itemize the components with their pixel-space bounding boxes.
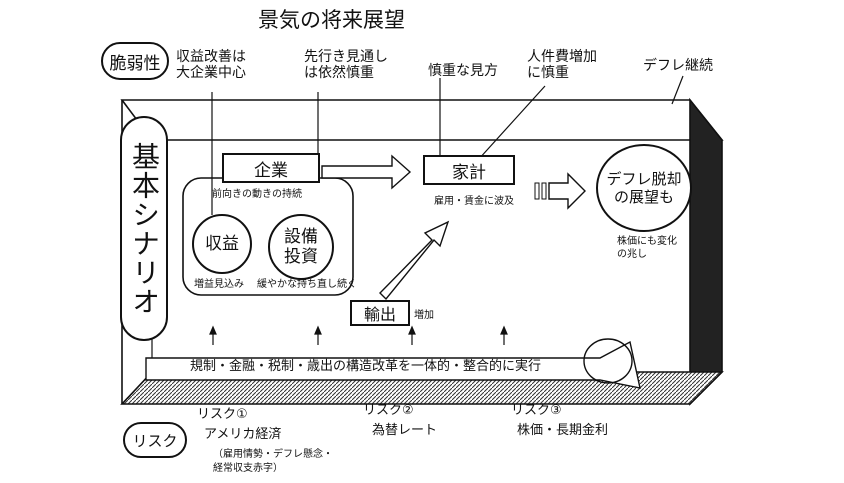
cautious-view-note: 慎重な見方 (428, 63, 498, 79)
labor-cost-note: 人件費増加 に慎重 (527, 49, 597, 82)
weakness-label-text: 脆弱性 (109, 53, 161, 74)
risk-1-title: リスク① (197, 407, 248, 422)
page-title: 景気の将来展望 (258, 8, 405, 32)
arrow-stripe-2 (541, 182, 547, 200)
arrow-household-deflation (548, 172, 586, 210)
risk-2-name: 為替レート (372, 423, 438, 438)
profit-sub: 増益見込み (194, 279, 244, 290)
risk-2-title: リスク② (363, 403, 414, 418)
reform-banner-shape (145, 340, 641, 389)
risk-label: リスク (123, 422, 187, 458)
profit-label: 収益 (205, 233, 239, 254)
household-label: 家計 (452, 162, 486, 183)
callout-labor-line (477, 85, 546, 161)
risk-3-title: リスク③ (511, 403, 562, 418)
capex-label: 設備 投資 (284, 226, 318, 267)
deflation-exit-circle: デフレ脱却 の展望も (596, 144, 692, 232)
corporate-label: 企業 (254, 160, 288, 181)
frame-right-face (689, 97, 723, 406)
risk-1-name: アメリカ経済 (204, 427, 282, 442)
risk-3-name: 株価・長期金利 (517, 423, 609, 438)
exports-box: 輸出 (350, 300, 410, 326)
outlook-note: 先行き見通し は依然慎重 (304, 49, 388, 82)
corporate-sub: 前向きの動きの持続 (212, 189, 302, 200)
weakness-label: 脆弱性 (101, 42, 169, 80)
base-scenario-box: 基本シナリオ (120, 116, 168, 341)
capex-circle: 設備 投資 (268, 214, 334, 280)
household-box: 家計 (423, 155, 515, 185)
risk-1-detail: （雇用情勢・デフレ懸念・ 経常収支赤字） (213, 449, 333, 474)
profit-circle: 収益 (192, 214, 252, 274)
risk-label-text: リスク (132, 431, 178, 450)
corporate-box: 企業 (222, 153, 320, 183)
reform-banner-text: 規制・金融・税制・歳出の構造改革を一体的・整合的に実行 (190, 359, 542, 374)
upward-arrows (209, 325, 508, 345)
household-sub: 雇用・賃金に波及 (434, 196, 514, 207)
reform-banner-curl (583, 338, 633, 384)
arrow-stripe-1 (534, 182, 540, 200)
deflation-exit-label: デフレ脱却 の展望も (606, 170, 682, 206)
base-scenario-label: 基本シナリオ (128, 141, 161, 316)
arrow-corporate-household (321, 154, 412, 190)
profit-note: 収益改善は 大企業中心 (176, 49, 246, 82)
capex-sub: 緩やかな持ち直し続く (257, 279, 357, 290)
arrow-exports-household (379, 220, 450, 301)
stock-note: 株価にも変化 の兆し (617, 236, 677, 260)
callout-deflation-line (671, 75, 684, 105)
exports-label: 輸出 (363, 305, 396, 324)
deflation-continues-note: デフレ継続 (643, 58, 713, 74)
exports-sub: 増加 (414, 310, 434, 321)
